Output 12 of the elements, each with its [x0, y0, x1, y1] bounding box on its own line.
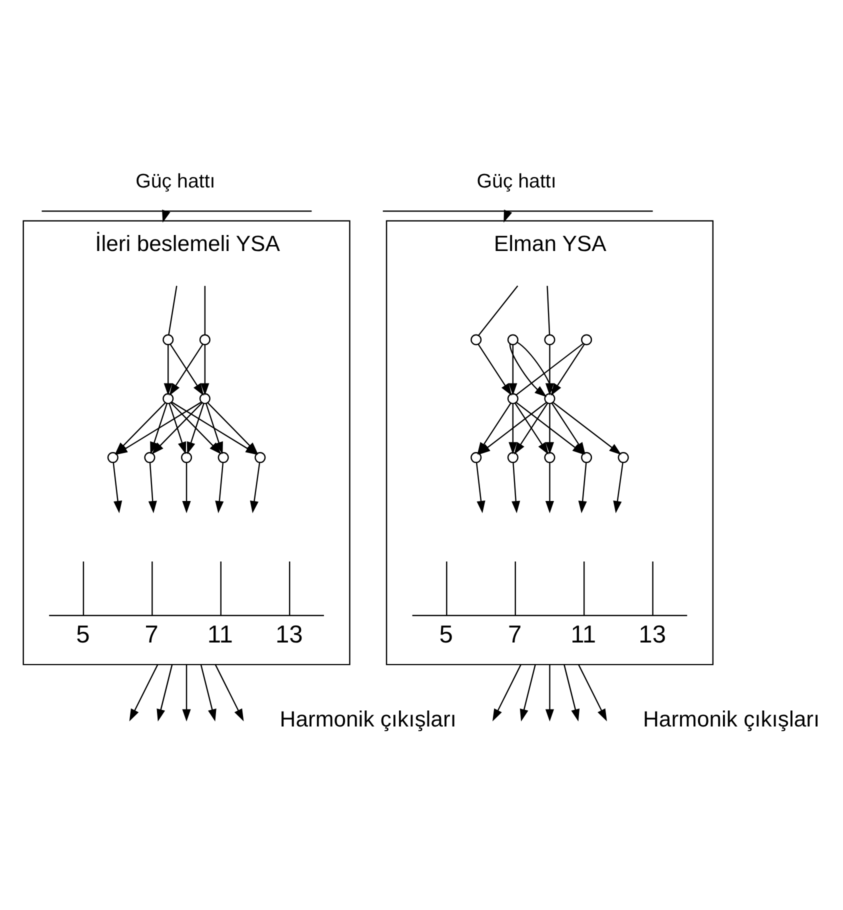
label: 5	[439, 621, 453, 648]
label: Harmonik çıkışları	[280, 706, 456, 732]
node-text: Güç hattı	[476, 170, 556, 193]
label: 13	[275, 621, 303, 648]
label: 5	[76, 621, 90, 648]
label: 13	[638, 621, 666, 648]
label: 7	[144, 621, 158, 648]
label: 11	[570, 621, 596, 648]
label: 11	[207, 621, 233, 648]
label: Harmonik çıkışları	[642, 706, 820, 732]
node-text: Güç hattı	[136, 170, 216, 193]
label: 7	[508, 621, 522, 648]
